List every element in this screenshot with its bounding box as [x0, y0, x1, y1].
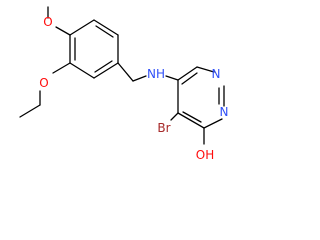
double-bond-inner	[182, 111, 202, 123]
bond	[93, 62, 119, 79]
bond	[165, 75, 179, 81]
bromo-substituent: Br	[157, 112, 179, 135]
bond	[69, 19, 95, 36]
benzene-ring	[69, 19, 119, 79]
hydroxyl-substituent: OH	[196, 127, 214, 162]
benzyl-amine-linker: NH	[117, 62, 179, 82]
double-bond-inner	[95, 25, 114, 38]
methoxy-oxygen-label: O	[43, 15, 52, 29]
double-bond-inner	[94, 60, 113, 73]
hydroxyl-label: OH	[196, 148, 214, 162]
bond	[170, 112, 179, 121]
bond	[196, 66, 215, 73]
double-bond-inner	[181, 72, 198, 85]
pyridazine-ring: N N	[177, 66, 229, 129]
amine-label: NH	[147, 67, 165, 81]
bond	[203, 118, 223, 129]
bond	[132, 75, 147, 82]
bond	[93, 19, 119, 36]
bond	[55, 26, 71, 36]
bond	[177, 66, 198, 81]
molecule-diagram: O O NH N N Br	[19, 6, 229, 162]
ring-nitrogen-2-label: N	[220, 105, 229, 119]
bond	[117, 62, 134, 82]
methoxy-group: O	[43, 6, 71, 36]
bond	[69, 62, 95, 79]
bond	[177, 112, 205, 129]
bromine-label: Br	[157, 121, 170, 135]
bond	[52, 62, 71, 74]
ethoxy-oxygen-label: O	[39, 76, 48, 90]
ethoxy-group: O	[19, 62, 71, 118]
ring-nitrogen-1-label: N	[212, 67, 221, 81]
bond	[19, 104, 41, 118]
